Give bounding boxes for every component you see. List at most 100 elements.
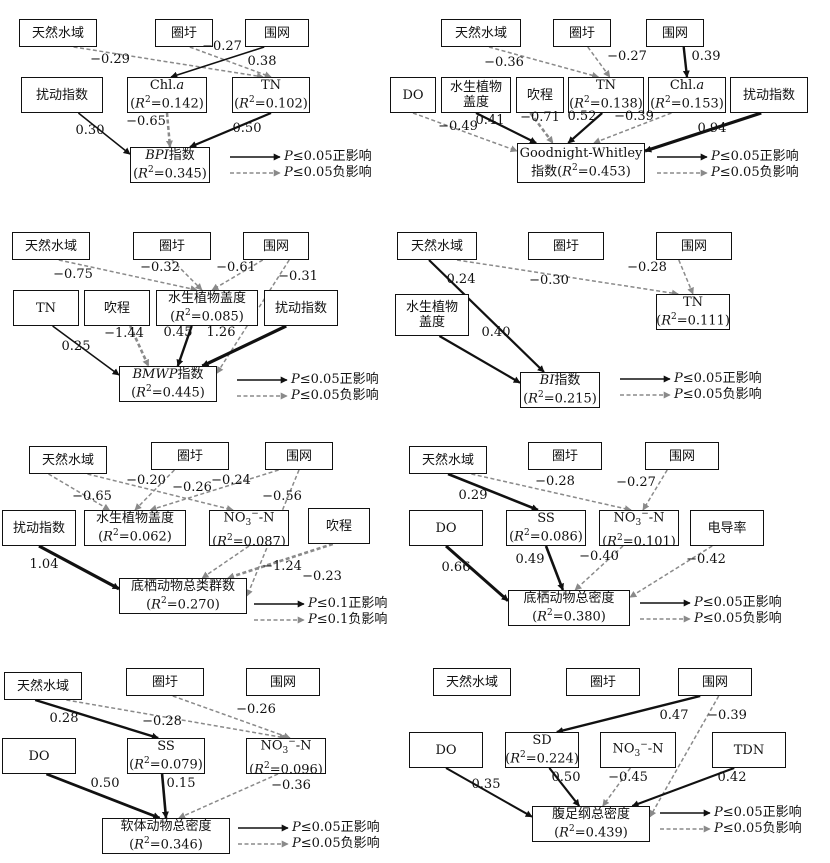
node-label: 水生植物 (449, 80, 502, 95)
node-taxa-disturb: 扰动指数 (2, 510, 76, 546)
legend-taxa-sig01_pos: P≤0.1正影响 (308, 596, 388, 611)
coef-gw-do_target: −0.49 (438, 119, 478, 134)
node-gw-disturb: 扰动指数 (730, 77, 808, 113)
edge-bmwp-disturb-target (201, 324, 287, 368)
coef-bmwp-net_plant: −0.61 (216, 260, 256, 275)
coef-density-ss_target: 0.49 (515, 552, 545, 567)
coef-density-net_no3: −0.27 (616, 475, 656, 490)
node-label: 扰动指数 (35, 87, 88, 103)
node-density-do: DO (409, 510, 483, 546)
coef-taxa-fetch_target: −1.24 (262, 559, 302, 574)
node-density-cond: 电导率 (690, 510, 764, 546)
node-label: Chl.a (149, 78, 185, 94)
coef-gw-fetch_target: −0.71 (520, 110, 560, 125)
node-gastro-target: 腹足纲总密度(R2=0.439) (532, 806, 650, 842)
node-taxa-no3: NO3−-N(R2=0.087) (209, 510, 289, 546)
edge-taxa-fetch-target (227, 542, 334, 580)
edge-density-net-no3 (642, 469, 668, 511)
node-bpi-chla: Chl.a(R2=0.142) (127, 77, 207, 113)
node-label: DO (28, 748, 50, 764)
node-gw-weir: 圈圩 (553, 19, 611, 47)
edge-taxa-no3-target (201, 545, 250, 579)
coef-taxa-weir_plant: −0.26 (172, 480, 212, 495)
edge-taxa-natural-plant (48, 473, 111, 511)
edge-gastro-net-target (649, 695, 720, 818)
edge-bi-natural-tn (456, 259, 679, 297)
edge-density-do-target (445, 544, 509, 602)
node-bmwp-weir: 圈圩 (133, 232, 211, 260)
node-label: 水生植物盖度 (95, 511, 174, 527)
node-bpi-net: 围网 (245, 19, 309, 47)
edge-gastro-net-sd (556, 694, 701, 734)
node-taxa-weir: 圈圩 (151, 442, 229, 470)
coef-gw-plant_target: 0.41 (475, 113, 505, 128)
node-bmwp-plant: 水生植物盖度(R2=0.085) (156, 290, 258, 326)
node-label: 盖度 (462, 95, 489, 110)
coef-bpi-chla_target: −0.65 (126, 114, 166, 129)
edge-gw-do-target (412, 112, 518, 153)
node-label: SD (532, 733, 552, 749)
edge-gw-disturb-target (644, 111, 762, 153)
edge-bpi-tn-target (189, 111, 272, 149)
node-label: 天然水域 (24, 238, 77, 254)
node-label: (R2=0.380) (532, 608, 606, 625)
node-label: (R2=0.153) (650, 95, 724, 112)
node-label: 圈圩 (551, 448, 578, 464)
edge-gastro-tdn-target (631, 766, 735, 808)
legend-density-sig005_neg: P≤0.05负影响 (694, 611, 782, 626)
coef-density-natural_ss: 0.29 (458, 488, 488, 503)
node-label: 圈圩 (589, 674, 616, 690)
node-label: 天然水域 (445, 674, 498, 690)
coef-taxa-no3_target: −0.23 (302, 569, 342, 584)
legend-bmwp-sig005_neg: P≤0.05负影响 (291, 388, 379, 403)
legend-bpi-sig005_neg: P≤0.05负影响 (284, 165, 372, 180)
node-label: 圈圩 (151, 674, 178, 690)
node-label: (R2=0.086) (509, 528, 583, 545)
node-label: 圈圩 (176, 448, 203, 464)
node-label: 吹程 (526, 87, 553, 103)
node-mollusc-do: DO (2, 738, 76, 774)
edge-bmwp-net-plant (211, 259, 264, 291)
node-label: 扰动指数 (274, 300, 327, 316)
node-mollusc-target: 软体动物总密度(R2=0.346) (102, 818, 230, 854)
node-label: (R2=0.101) (602, 532, 676, 546)
legend-gastro-sig005_pos: P≤0.05正影响 (714, 805, 802, 820)
coef-mollusc-weir_no3: −0.26 (236, 702, 276, 717)
legend-bi-sig005_pos: P≤0.05正影响 (674, 371, 762, 386)
legend-taxa-sig01_neg: P≤0.1负影响 (308, 612, 388, 627)
edge-bi-natural-target (428, 259, 545, 373)
edge-bmwp-weir-plant (171, 259, 203, 291)
node-gastro-no3: NO3−-N (600, 732, 676, 768)
node-label: NO3−-N (613, 510, 665, 528)
node-label: 围网 (701, 674, 728, 690)
node-label: TN (260, 78, 282, 94)
edge-bmwp-tn-target (52, 325, 120, 376)
node-bmwp-target: BMWP指数(R2=0.445) (119, 366, 217, 402)
node-density-no3: NO3−-N (R2=0.101) (599, 510, 679, 546)
node-label: DO (402, 87, 424, 103)
node-label: (R2=0.096) (249, 760, 323, 774)
node-bpi-disturb: 扰动指数 (21, 77, 103, 113)
node-density-target: 底栖动物总密度(R2=0.380) (508, 590, 630, 626)
node-label: DO (435, 742, 457, 758)
node-label: 圈圩 (158, 238, 185, 254)
node-label: NO3−-N (612, 740, 664, 759)
node-label: Goodnight-Whitley (519, 146, 643, 162)
coef-gw-weir_tn: −0.27 (607, 49, 647, 64)
node-gastro-weir: 圈圩 (566, 668, 640, 696)
coef-bmwp-net_target: −0.31 (278, 269, 318, 284)
node-mollusc-ss: SS(R2=0.079) (127, 738, 205, 774)
coef-gw-tn_target: 0.52 (567, 109, 597, 124)
node-label: (R2=0.102) (234, 95, 308, 112)
legend-mollusc-sig005_pos: P≤0.05正影响 (292, 820, 380, 835)
edge-taxa-weir-plant (134, 469, 175, 511)
node-gw-natural: 天然水域 (441, 19, 521, 47)
edge-mollusc-do-target (45, 772, 161, 820)
node-density-net: 围网 (645, 442, 719, 470)
edge-bpi-weir-tn (189, 46, 272, 79)
coef-bi-natural_tn: −0.30 (529, 273, 569, 288)
node-bmwp-fetch: 吹程 (84, 290, 150, 326)
node-label: 围网 (285, 448, 312, 464)
edge-gw-net-chla (682, 46, 690, 78)
